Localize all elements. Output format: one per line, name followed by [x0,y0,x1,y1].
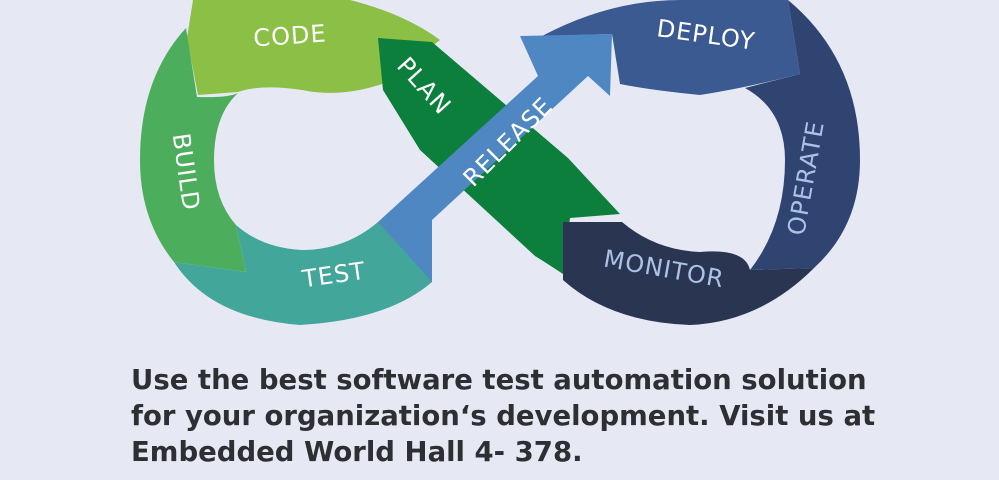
test-segment [174,220,432,325]
promo-caption: Use the best software test automation so… [131,362,971,470]
caption-line-3: Embedded World Hall 4- 378. [131,436,583,468]
operate-segment [745,0,860,270]
devops-infinity-diagram: CODE PLAN BUILD TEST RELEASE DEPLOY OPER… [140,0,860,325]
deploy-segment [542,0,800,95]
monitor-segment [563,222,814,325]
caption-line-1: Use the best software test automation so… [131,364,867,396]
release-segment [378,34,612,282]
code-label: CODE [252,19,327,52]
code-segment [187,0,440,95]
build-segment [140,28,246,272]
caption-line-2: for your organization‘s development. Vis… [131,400,876,432]
